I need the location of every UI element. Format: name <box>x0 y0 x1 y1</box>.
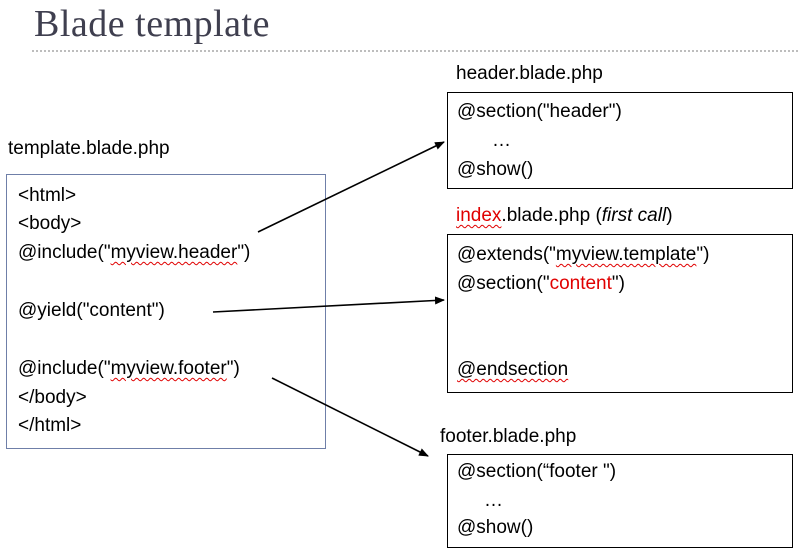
template-line-html-open: <html> <box>18 185 77 206</box>
template-line-html-close: </html> <box>18 415 82 436</box>
include-footer-suffix: ") <box>226 358 240 379</box>
index-label-ext: .blade.php ( <box>501 205 602 226</box>
header-line-section: @section("header") <box>457 101 622 122</box>
header-line-ellipsis: … <box>492 130 511 151</box>
include-header-name: myview.header <box>110 242 238 263</box>
footer-file-box: @section(“footer ") … @show() <box>447 454 793 548</box>
template-file-label: template.blade.php <box>8 138 170 159</box>
extends-suffix: ") <box>696 244 710 265</box>
footer-file-label: footer.blade.php <box>440 426 577 447</box>
template-line-include-footer: @include("myview.footer") <box>18 358 240 380</box>
index-line-endsection: @endsection <box>457 359 568 381</box>
include-header-prefix: @include(" <box>18 242 111 263</box>
page-title: Blade template <box>34 3 270 45</box>
section-suffix: ") <box>611 273 625 294</box>
section-prefix: @section(" <box>457 273 550 294</box>
index-line-section: @section("content") <box>457 273 625 295</box>
template-file-box: <html> <body> @include("myview.header") … <box>6 174 326 449</box>
extends-prefix: @extends(" <box>457 244 556 265</box>
title-divider <box>32 50 798 52</box>
arrow-yield-content <box>212 296 445 313</box>
include-header-suffix: ") <box>237 242 251 263</box>
footer-line-section: @section(“footer ") <box>457 461 617 482</box>
arrow-include-header <box>257 141 445 233</box>
index-label-note: first call <box>601 205 667 226</box>
index-file-box: @extends("myview.template") @section("co… <box>447 234 793 393</box>
index-label-close: ) <box>666 205 673 226</box>
header-file-box: @section("header") … @show() <box>447 92 793 189</box>
endsection-keyword: @endsection <box>457 359 569 380</box>
template-line-body-close: </body> <box>18 387 87 408</box>
footer-line-show: @show() <box>457 517 534 538</box>
extends-name: myview.template <box>555 244 697 265</box>
template-line-include-header: @include("myview.header") <box>18 242 250 264</box>
header-file-label: header.blade.php <box>456 63 603 84</box>
include-footer-name: myview.footer <box>110 358 227 379</box>
index-line-extends: @extends("myview.template") <box>457 244 709 266</box>
arrow-include-footer <box>271 377 429 457</box>
include-footer-prefix: @include(" <box>18 358 111 379</box>
index-file-label: index.blade.php (first call) <box>456 205 673 227</box>
index-label-name: index <box>456 205 502 226</box>
section-name: content <box>549 273 612 294</box>
header-line-show: @show() <box>457 159 534 180</box>
template-line-yield: @yield("content") <box>18 300 165 321</box>
template-line-body-open: <body> <box>18 213 82 234</box>
footer-line-ellipsis: … <box>484 490 503 511</box>
